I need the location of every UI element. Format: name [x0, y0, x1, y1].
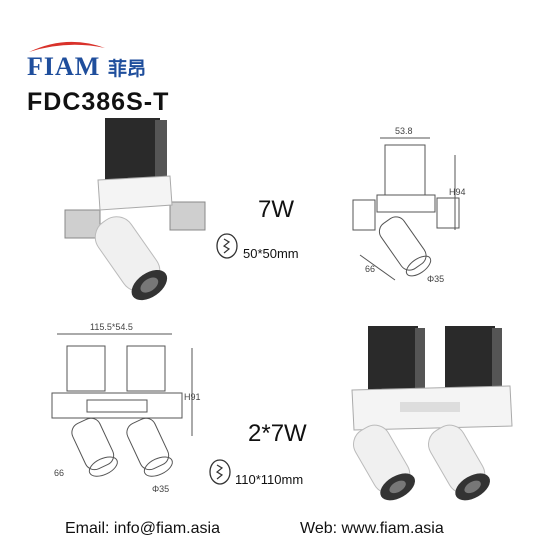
single-diameter-label: Φ35 — [427, 274, 444, 284]
contact-web: Web: www.fiam.asia — [300, 520, 444, 537]
single-technical-drawing: 53.8 H94 66 Φ35 — [352, 126, 466, 284]
cutout-icon — [216, 233, 238, 259]
contact-email: Email: info@fiam.asia — [65, 520, 220, 537]
cutout-icon — [209, 459, 231, 485]
brand-logo: FIAM — [27, 52, 101, 81]
double-depth-label: 66 — [54, 468, 64, 478]
double-cutout: 110*110mm — [235, 472, 304, 487]
double-height-label: H91 — [184, 392, 201, 402]
double-product-photo — [351, 326, 513, 501]
double-width-label: 115.5*54.5 — [90, 322, 133, 332]
brand-logo-cn: 菲昂 — [108, 58, 147, 80]
double-diameter-label: Φ35 — [152, 484, 169, 494]
double-power: 2*7W — [248, 420, 307, 447]
single-width-label: 53.8 — [395, 126, 413, 136]
product-model: FDC386S-T — [27, 88, 170, 116]
single-product-photo — [64, 118, 206, 301]
single-cutout: 50*50mm — [243, 246, 299, 261]
logo-swoosh-icon — [29, 41, 105, 52]
single-depth-label: 66 — [365, 264, 375, 274]
single-height-label: H94 — [449, 187, 466, 197]
double-technical-drawing: 115.5*54.5 H91 66 Φ35 — [51, 322, 201, 494]
single-power: 7W — [258, 196, 294, 223]
